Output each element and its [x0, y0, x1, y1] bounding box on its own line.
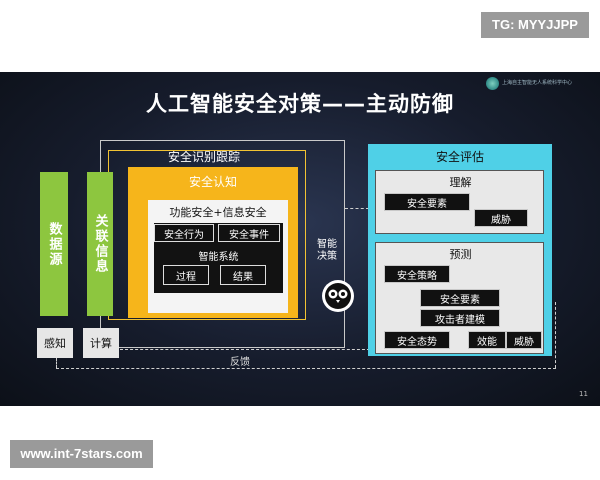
- process-box: 过程: [163, 265, 209, 285]
- to-assessment-line: [345, 208, 369, 209]
- understand-panel: 理解 安全要素 威胁: [375, 170, 544, 234]
- attacker-model: 攻击者建模: [420, 309, 500, 327]
- understand-label: 理解: [449, 176, 472, 189]
- related-info-box: 关联信息: [87, 172, 113, 316]
- intel-system-label: 智能系统: [198, 252, 239, 263]
- efficacy: 效能: [468, 331, 506, 349]
- watermark-top: TG: MYYJJPP: [481, 12, 589, 38]
- feedback-line: [120, 349, 370, 350]
- compute-box: 计算: [83, 328, 119, 358]
- security-elements-1: 安全要素: [384, 193, 470, 211]
- threat-2: 威胁: [506, 331, 542, 349]
- loop-left-line: [56, 358, 57, 368]
- predict-panel: 预测 安全策略 安全要素 攻击者建模 安全态势 效能 威胁: [375, 242, 544, 354]
- tracking-label: 安全识别跟踪: [168, 150, 241, 164]
- security-cognition-label: 安全认知: [188, 175, 237, 189]
- logo: 上海自主智能无人系统科学中心: [486, 76, 596, 92]
- slide-title: 人工智能安全对策——主动防御: [146, 92, 454, 116]
- smart-decision-label: 智能决策: [317, 239, 337, 262]
- security-strategy: 安全策略: [384, 265, 450, 283]
- slide: 上海自主智能无人系统科学中心 人工智能安全对策——主动防御 安全识别跟踪 数据源…: [0, 72, 600, 406]
- security-posture: 安全态势: [384, 331, 450, 349]
- data-source-box: 数据源: [40, 172, 68, 316]
- loop-right-line: [555, 302, 556, 368]
- institute-logo-icon: [486, 77, 499, 90]
- perceive-box: 感知: [37, 328, 73, 358]
- result-box: 结果: [220, 265, 266, 285]
- security-assessment-label: 安全评估: [435, 150, 484, 164]
- security-event: 安全事件: [218, 224, 280, 242]
- security-elements-2: 安全要素: [420, 289, 500, 307]
- feedback-label: 反馈: [230, 357, 250, 368]
- threat-1: 威胁: [474, 209, 528, 227]
- watermark-bottom: www.int-7stars.com: [10, 440, 153, 468]
- func-info-label: 功能安全+信息安全: [169, 206, 267, 219]
- bottom-loop-line: [56, 368, 556, 369]
- owl-icon: [322, 280, 354, 312]
- security-behavior: 安全行为: [154, 224, 214, 242]
- predict-label: 预测: [449, 248, 472, 261]
- page-number: 11: [579, 390, 588, 398]
- logo-text: 上海自主智能无人系统科学中心: [502, 80, 573, 86]
